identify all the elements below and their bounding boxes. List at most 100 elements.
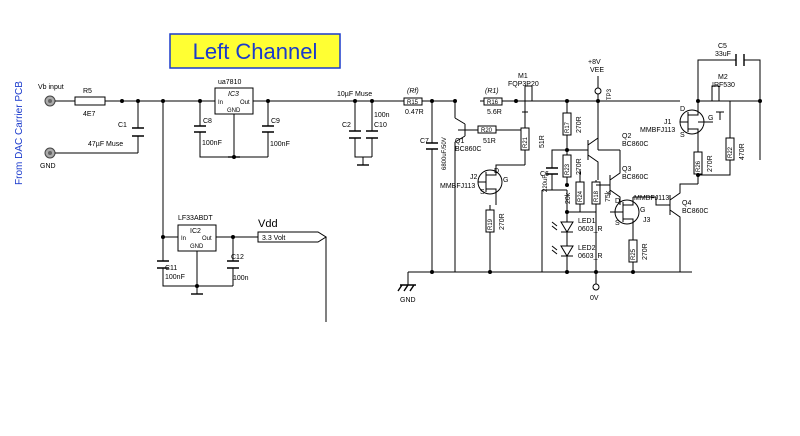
svg-text:C10: C10 (374, 122, 387, 129)
led2: LED2 0603_R (551, 245, 603, 260)
svg-text:270R: 270R (576, 158, 583, 175)
svg-text:270R: 270R (707, 155, 714, 172)
svg-text:BC860C: BC860C (622, 174, 648, 181)
svg-text:IC2: IC2 (190, 228, 201, 235)
svg-text:R5: R5 (83, 88, 92, 95)
svg-text:R18: R18 (594, 190, 600, 202)
capacitor-c12: C12 100n (227, 237, 249, 286)
svg-text:0.47R: 0.47R (405, 109, 424, 116)
svg-text:S: S (680, 132, 685, 139)
svg-text:C5: C5 (718, 43, 727, 50)
capacitor-c6: C6 220uF (540, 149, 567, 192)
svg-text:R19: R19 (488, 218, 494, 230)
svg-text:0V: 0V (590, 295, 599, 302)
svg-text:0603_R: 0603_R (578, 226, 603, 233)
resistor-r5: R5 4E7 (74, 88, 106, 118)
capacitor-c9: C9 100nF (262, 101, 290, 157)
mosfet-m1: M1 FQP3P20 (505, 73, 540, 120)
resistor-r15: (Rf) R15 0.47R (403, 88, 424, 116)
jfet-j2: D S G J2 MMBFJ113 (440, 164, 525, 205)
svg-text:BC860C: BC860C (682, 208, 708, 215)
svg-text:R16: R16 (487, 100, 499, 106)
transistor-q4: Q4 BC860C (633, 183, 708, 272)
svg-text:Q2: Q2 (622, 133, 631, 140)
regulator-ic3: In Out GND IC3 ua7810 (214, 79, 254, 157)
svg-text:M1: M1 (518, 73, 528, 80)
svg-text:20k: 20k (565, 192, 572, 204)
svg-text:33uF: 33uF (715, 51, 731, 58)
jfet-j1: D S G J1 MMBFJ113 (640, 101, 713, 145)
svg-text:BC860C: BC860C (455, 146, 481, 153)
input-gnd-label: GND (40, 163, 56, 170)
svg-text:3.3 Volt: 3.3 Volt (262, 235, 285, 242)
capacitor-c10: C10 100n (366, 101, 390, 157)
svg-text:(R1): (R1) (485, 88, 499, 95)
transistor-q2: Q2 BC860C (567, 101, 648, 180)
svg-text:In: In (181, 236, 186, 242)
svg-text:VEE: VEE (590, 67, 604, 74)
vee-rail: +8V VEE TP3 (588, 59, 613, 101)
svg-text:R22: R22 (728, 146, 734, 158)
svg-text:FQP3P20: FQP3P20 (508, 81, 539, 88)
svg-text:4E7: 4E7 (83, 111, 96, 118)
svg-text:R15: R15 (407, 100, 419, 106)
svg-text:Q4: Q4 (682, 200, 691, 207)
svg-text:0603_R: 0603_R (578, 253, 603, 260)
svg-text:C11: C11 (165, 265, 177, 272)
svg-text:In: In (218, 100, 223, 106)
svg-text:Q3: Q3 (622, 166, 631, 173)
svg-text:G: G (503, 177, 508, 184)
svg-text:6800uF/50V: 6800uF/50V (442, 137, 448, 170)
svg-text:R25: R25 (631, 248, 637, 260)
input-vb: Vb input (38, 84, 64, 107)
capacitor-c11: C11 100nF (157, 237, 233, 287)
svg-text:270R: 270R (499, 213, 506, 230)
svg-text:Q1: Q1 (455, 138, 464, 145)
led1: LED1 0603_R (551, 218, 603, 233)
svg-text:C6: C6 (540, 171, 549, 178)
svg-text:5.6R: 5.6R (487, 109, 502, 116)
svg-text:75k: 75k (605, 190, 612, 202)
svg-text:R26: R26 (696, 160, 702, 172)
svg-text:100nF: 100nF (270, 141, 290, 148)
svg-text:LED1: LED1 (578, 218, 596, 225)
svg-text:C8: C8 (203, 118, 212, 125)
page-title: Left Channel (193, 39, 318, 64)
svg-text:C1: C1 (118, 122, 127, 129)
input-vb-label: Vb input (38, 84, 64, 91)
transistor-q1: Q1 BC860C (454, 101, 481, 272)
svg-text:TP3: TP3 (607, 88, 613, 100)
svg-text:270R: 270R (642, 243, 649, 260)
svg-text:ua7810: ua7810 (218, 79, 241, 86)
gnd-label: GND (400, 297, 416, 304)
resistor-r20: R20 51R (477, 125, 497, 145)
svg-text:Out: Out (202, 236, 212, 242)
svg-text:S: S (615, 220, 620, 227)
svg-text:D: D (494, 168, 499, 175)
svg-text:51R: 51R (483, 138, 496, 145)
svg-text:MMBFJ113: MMBFJ113 (440, 183, 475, 190)
svg-text:R23: R23 (565, 163, 571, 175)
resistor-r24: R24 20k (565, 170, 585, 212)
svg-text:J1: J1 (664, 119, 672, 126)
capacitor-c5: C5 33uF (715, 43, 745, 66)
svg-text:IC3: IC3 (228, 91, 239, 98)
svg-text:LF33ABDT: LF33ABDT (178, 215, 213, 222)
svg-text:J3: J3 (643, 217, 651, 224)
svg-text:Vdd: Vdd (258, 218, 278, 230)
capacitor-c2: C2 10µF Muse (337, 91, 372, 158)
capacitor-c7: C7 6800uF/50V (420, 101, 448, 272)
svg-text:R24: R24 (578, 190, 584, 202)
svg-text:R17: R17 (565, 121, 571, 133)
svg-text:+8V: +8V (588, 59, 601, 66)
resistor-r26: R26 270R (693, 145, 714, 184)
svg-text:LED2: LED2 (578, 245, 596, 252)
svg-text:C7: C7 (420, 138, 429, 145)
resistor-r22: R22 470R (698, 128, 746, 176)
svg-text:G: G (640, 207, 645, 214)
resistor-r25: R25 270R (628, 238, 649, 272)
svg-text:(Rf): (Rf) (407, 88, 419, 95)
svg-text:51R: 51R (539, 135, 546, 148)
svg-text:G: G (708, 115, 713, 122)
